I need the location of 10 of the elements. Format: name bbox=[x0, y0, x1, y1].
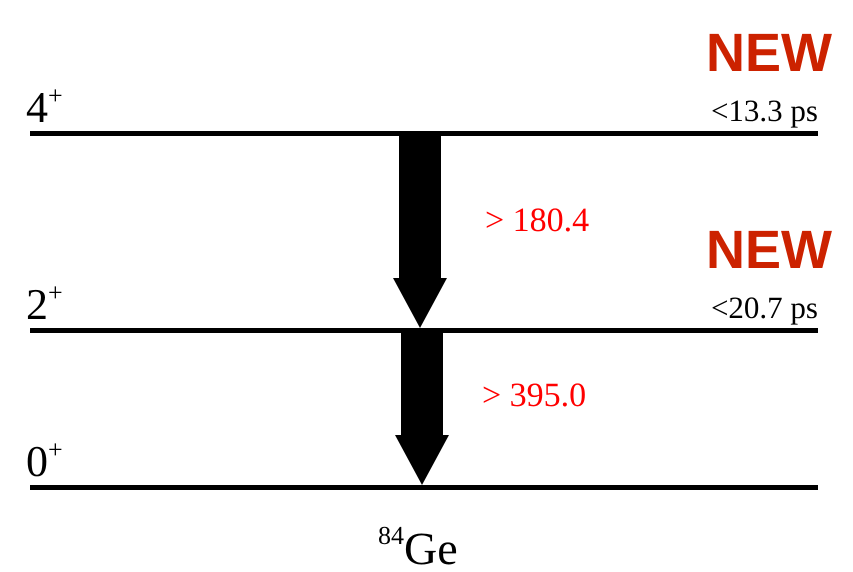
nucleus-label: $^{84}$Ge bbox=[378, 520, 458, 572]
spin-parity-label: 2$^{+}$ bbox=[26, 277, 63, 327]
transition-arrow bbox=[395, 333, 449, 485]
lifetime-label: <20.7 ps bbox=[710, 292, 818, 323]
new-tag: NEW bbox=[706, 223, 832, 277]
transition-arrow bbox=[393, 136, 447, 328]
spin-parity-label: 4$^{+}$ bbox=[26, 80, 63, 130]
lifetime-label: <13.3 ps bbox=[710, 95, 818, 126]
spin-parity-label: 0$^{+}$ bbox=[26, 434, 63, 484]
new-tag: NEW bbox=[706, 26, 832, 80]
